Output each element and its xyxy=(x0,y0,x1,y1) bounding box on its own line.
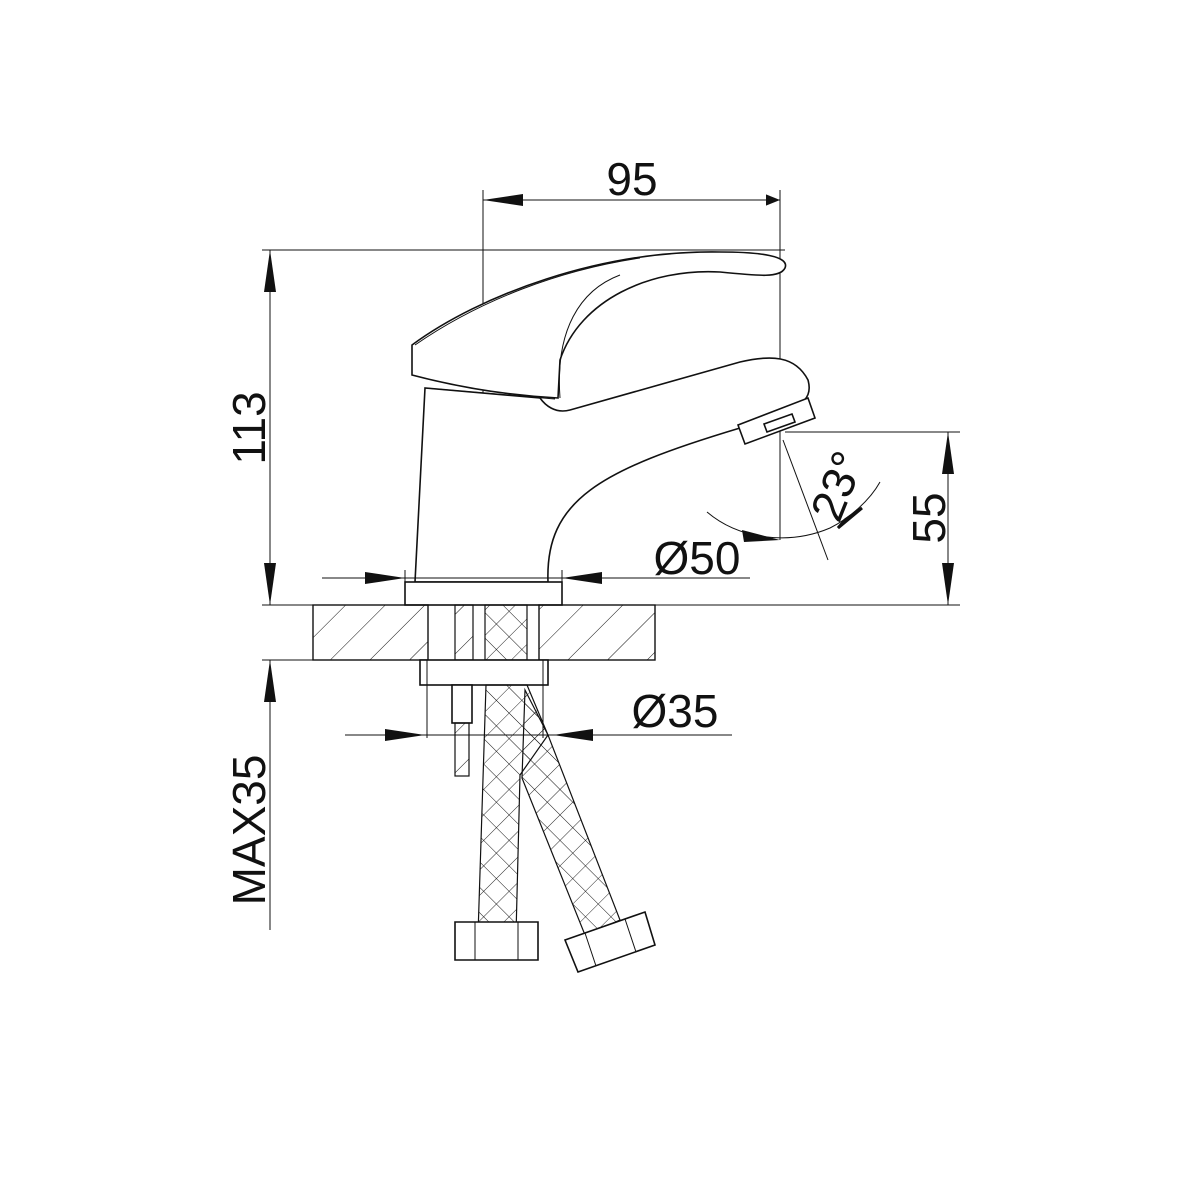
countertop-section xyxy=(312,604,656,661)
dimension-max-thickness: MAX35 xyxy=(223,660,276,930)
dimension-base-diameter: Ø50 xyxy=(322,532,750,584)
dimension-width: 95 xyxy=(482,153,781,582)
dimension-base-diameter-label: Ø50 xyxy=(654,532,741,584)
dimension-width-label: 95 xyxy=(606,153,657,205)
dimension-max-thickness-label: MAX35 xyxy=(223,755,275,906)
dimension-mount-diameter-label: Ø35 xyxy=(632,685,719,737)
mounting-assembly xyxy=(419,659,656,974)
dimension-spout-height: 55 xyxy=(785,431,960,605)
dimension-height-label: 113 xyxy=(223,391,275,464)
dimension-spout-height-label: 55 xyxy=(903,492,955,543)
dimension-mount-diameter: Ø35 xyxy=(345,685,732,741)
faucet-body xyxy=(404,251,817,606)
